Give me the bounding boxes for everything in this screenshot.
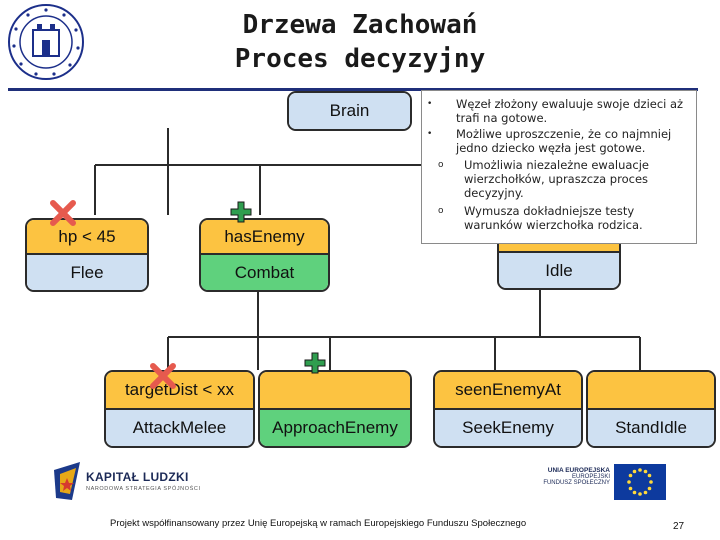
node-action-seekenemy: SeekEnemy: [435, 410, 581, 446]
node-condition-targetdist: targetDist < xx: [106, 372, 253, 410]
node-action-flee: Flee: [27, 255, 147, 290]
node-label-brain: Brain: [289, 93, 410, 129]
node-condition-seenenemyat: seenEnemyAt: [435, 372, 581, 410]
tree-node-hp: hp < 45 Flee: [25, 218, 149, 292]
cross-icon: [150, 363, 176, 389]
plus-icon: [304, 352, 326, 374]
bullet-marker: •: [427, 99, 433, 109]
node-action-standidle: StandIdle: [588, 410, 714, 446]
eu-line-1: UNIA EUROPEJSKA: [547, 467, 610, 474]
page-number: 27: [673, 521, 685, 532]
node-action-attackmelee: AttackMelee: [106, 410, 253, 446]
kapital-ludzki-subtitle: NARODOWA STRATEGIA SPÓJNOŚCI: [86, 486, 201, 492]
node-condition-approach: [260, 372, 410, 410]
tree-node-brain: Brain: [287, 91, 412, 131]
sub-bullet-marker: o: [438, 160, 444, 170]
eu-text: UNIA EUROPEJSKA EUROPEJSKI FUNDUSZ SPOŁE…: [506, 467, 610, 486]
footer-note: Projekt współfinansowany przez Unię Euro…: [110, 518, 527, 529]
title-line-2: Proces decyzyjny: [234, 44, 486, 74]
tree-node-targetdist: targetDist < xx AttackMelee: [104, 370, 255, 448]
node-condition-hp: hp < 45: [27, 220, 147, 255]
node-condition-standidle: [588, 372, 714, 410]
notes-callout: • Węzeł złożony ewaluuje swoje dzieci aż…: [421, 90, 697, 244]
sub-bullet-text-2: Wymusza dokładniejsze testy warunków wie…: [464, 204, 643, 232]
tree-node-seenenemyat: seenEnemyAt SeekEnemy: [433, 370, 583, 448]
tree-node-standidle: StandIdle: [586, 370, 716, 448]
plus-icon: [230, 201, 252, 223]
cross-icon: [50, 200, 76, 226]
sub-bullet-marker: o: [438, 206, 444, 216]
node-action-approachenemy: ApproachEnemy: [260, 410, 410, 446]
node-condition-hasenemy: hasEnemy: [201, 220, 328, 255]
kapital-ludzki-title: KAPITAŁ LUDZKI: [86, 470, 189, 484]
title-line-1: Drzewa Zachowań: [242, 10, 478, 40]
sub-bullet-text-1: Umożliwia niezależne ewaluacje wierzchoł…: [464, 158, 650, 200]
bullet-marker: •: [427, 129, 433, 139]
kapital-ludzki-logo-icon: [54, 462, 80, 500]
node-action-combat: Combat: [201, 255, 328, 290]
tree-node-approachenemy: ApproachEnemy: [258, 370, 412, 448]
title-underline: [8, 88, 698, 91]
bullet-text-1: Węzeł złożony ewaluuje swoje dzieci aż t…: [456, 97, 684, 125]
eu-flag-icon: [614, 464, 666, 500]
eu-line-2: EUROPEJSKI: [571, 474, 610, 480]
tree-node-hasenemy: hasEnemy Combat: [199, 218, 330, 292]
university-seal-icon: [8, 4, 84, 80]
eu-line-3: FUNDUSZ SPOŁECZNY: [543, 480, 610, 486]
slide-title: Drzewa Zachowań Proces decyzyjny: [150, 8, 570, 76]
node-action-idle: Idle: [499, 253, 619, 288]
bullet-text-2: Możliwe uproszczenie, że co najmniej jed…: [456, 127, 672, 155]
kapital-ludzki-text: KAPITAŁ LUDZKI NARODOWA STRATEGIA SPÓJNO…: [86, 470, 201, 492]
